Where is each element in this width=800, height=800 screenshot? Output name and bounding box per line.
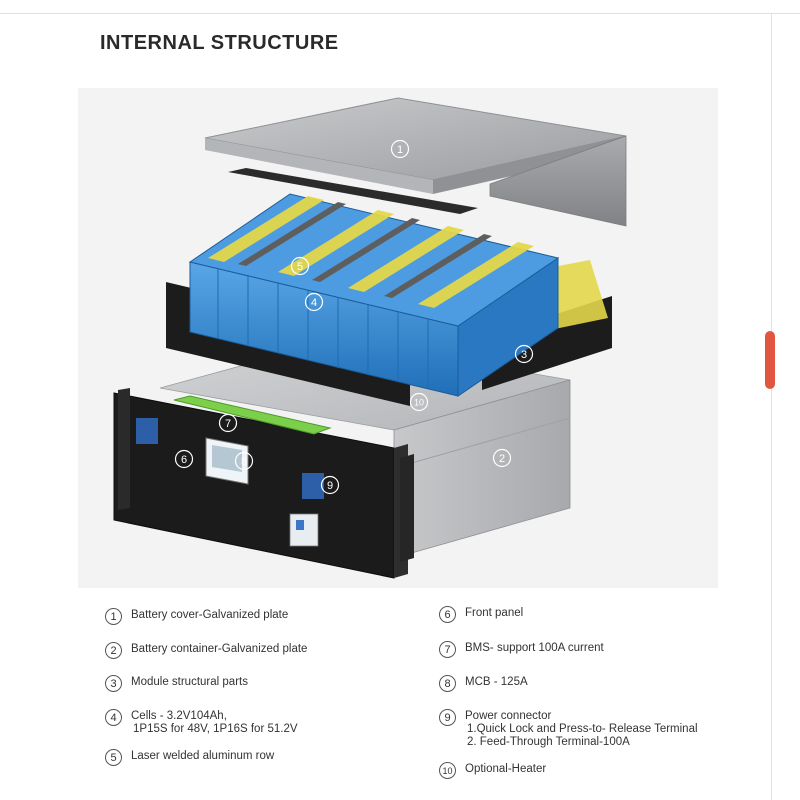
legend-number-5: 5 bbox=[105, 749, 122, 766]
callout-9: 9 bbox=[320, 475, 340, 495]
front-panel-part bbox=[113, 388, 414, 579]
callout-2: 2 bbox=[492, 448, 512, 468]
legend-item-7: 7 BMS- support 100A current bbox=[439, 641, 604, 658]
legend-item-8: 8 MCB - 125A bbox=[439, 675, 528, 692]
legend-text-2: Battery container-Galvanized plate bbox=[131, 643, 308, 655]
callout-8: 8 bbox=[234, 451, 254, 471]
svg-text:6: 6 bbox=[181, 454, 187, 466]
cells-block-part bbox=[188, 193, 560, 397]
callout-3: 3 bbox=[514, 344, 534, 364]
legend-item-1: 1 Battery cover-Galvanized plate bbox=[105, 608, 289, 625]
legend-number-4: 4 bbox=[105, 709, 122, 726]
legend-number-9: 9 bbox=[439, 709, 456, 726]
callout-10: 10 bbox=[409, 392, 429, 412]
callout-6: 6 bbox=[174, 449, 194, 469]
legend-item-9: 9 Power connector 1.Quick Lock and Press… bbox=[439, 709, 698, 749]
legend-item-10: 10 Optional-Heater bbox=[439, 762, 547, 779]
legend-item-3: 3 Module structural parts bbox=[105, 675, 248, 692]
legend-number-3: 3 bbox=[105, 675, 122, 692]
scrollbar-track[interactable] bbox=[771, 14, 772, 800]
scrollbar-thumb[interactable] bbox=[765, 331, 775, 389]
legend-text-7: BMS- support 100A current bbox=[465, 642, 604, 654]
legend-number-1: 1 bbox=[105, 608, 122, 625]
legend-number-8: 8 bbox=[439, 675, 456, 692]
svg-text:4: 4 bbox=[311, 297, 317, 309]
page-title: INTERNAL STRUCTURE bbox=[100, 32, 339, 54]
svg-text:7: 7 bbox=[225, 418, 231, 430]
legend-text-8: MCB - 125A bbox=[465, 676, 528, 688]
top-bus-strip bbox=[228, 168, 478, 214]
callout-1: 1 bbox=[390, 139, 410, 159]
legend-item-6: 6 Front panel bbox=[439, 606, 524, 623]
svg-text:3: 3 bbox=[521, 349, 527, 361]
legend-text-3: Module structural parts bbox=[131, 676, 248, 688]
legend-item-2: 2 Battery container-Galvanized plate bbox=[105, 642, 308, 659]
aluminum-busbars-part bbox=[208, 196, 534, 308]
svg-text:8: 8 bbox=[241, 456, 247, 468]
callout-4: 4 bbox=[304, 292, 324, 312]
legend-text-10: Optional-Heater bbox=[465, 763, 547, 775]
top-divider bbox=[0, 13, 800, 14]
legend-text-5: Laser welded aluminum row bbox=[131, 750, 275, 762]
callout-5: 5 bbox=[290, 256, 310, 276]
legend-number-2: 2 bbox=[105, 642, 122, 659]
legend-text-9: Power connector 1.Quick Lock and Press-t… bbox=[465, 710, 698, 748]
svg-text:1: 1 bbox=[397, 144, 403, 156]
exploded-diagram: 1 2 3 4 5 6 7 8 9 10 bbox=[78, 88, 718, 588]
legend-item-4: 4 Cells - 3.2V104Ah, 1P15S for 48V, 1P16… bbox=[105, 709, 298, 736]
callout-7: 7 bbox=[218, 413, 238, 433]
legend-number-7: 7 bbox=[439, 641, 456, 658]
legend-number-6: 6 bbox=[439, 606, 456, 623]
svg-text:9: 9 bbox=[327, 480, 333, 492]
legend-text-1: Battery cover-Galvanized plate bbox=[131, 609, 289, 621]
legend-text-4: Cells - 3.2V104Ah, 1P15S for 48V, 1P16S … bbox=[131, 710, 298, 735]
legend-text-6: Front panel bbox=[465, 607, 524, 619]
legend-item-5: 5 Laser welded aluminum row bbox=[105, 749, 275, 766]
legend-number-10: 10 bbox=[439, 762, 456, 779]
svg-text:5: 5 bbox=[297, 261, 303, 273]
battery-cover-part bbox=[204, 97, 627, 227]
svg-text:2: 2 bbox=[499, 453, 505, 465]
svg-text:10: 10 bbox=[414, 398, 424, 408]
bms-board-part bbox=[173, 395, 332, 435]
